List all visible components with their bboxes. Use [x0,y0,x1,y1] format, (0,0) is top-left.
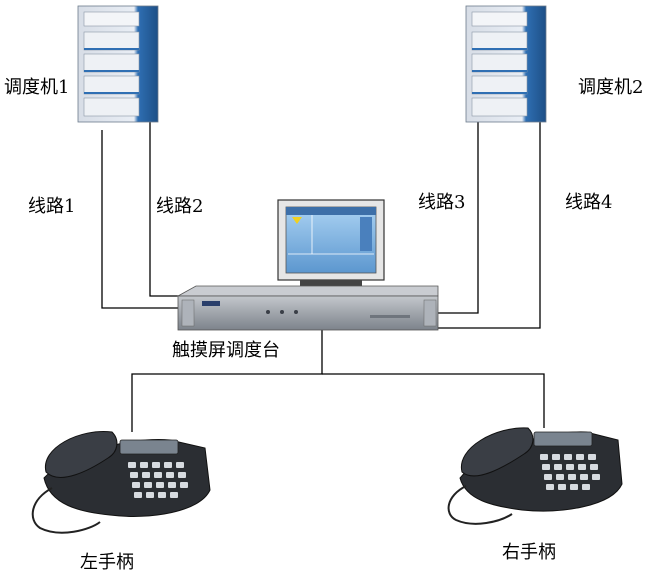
line3-wire [438,120,479,314]
monitor-icon [277,199,385,288]
server-icon-2 [465,5,547,123]
connections [101,120,545,432]
handset-bus [131,330,323,432]
label-line3: 线路3 [418,192,465,213]
left-phone-icon [31,430,211,534]
line4-wire [400,120,541,329]
label-dispatcher1: 调度机1 [4,77,69,98]
label-line4: 线路4 [565,192,612,213]
label-line2: 线路2 [156,196,203,217]
console-unit-icon [176,285,439,331]
label-dispatcher2: 调度机2 [578,77,643,98]
line1-wire [101,130,180,309]
label-console: 触摸屏调度台 [172,340,280,361]
server-icon-1 [77,5,159,123]
right-handset-wire [322,373,545,428]
right-phone-icon [447,427,623,525]
line2-wire [149,120,180,297]
label-left-handset: 左手柄 [80,552,134,573]
label-line1: 线路1 [28,196,75,217]
label-right-handset: 右手柄 [502,542,556,563]
